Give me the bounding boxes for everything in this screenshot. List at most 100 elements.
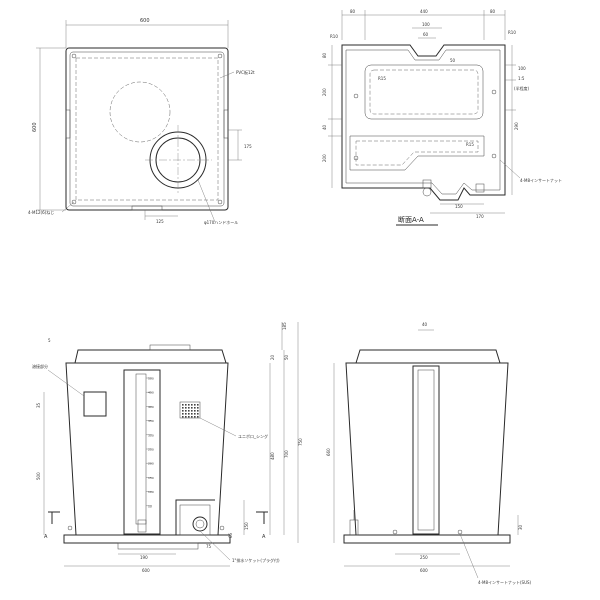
front-dim-480: 480 bbox=[270, 452, 275, 460]
sec-dim-200-b: 200 bbox=[322, 154, 327, 162]
mesh-cell bbox=[182, 407, 184, 409]
bolt-hole bbox=[71, 199, 77, 205]
mesh-cell bbox=[194, 407, 196, 409]
section-mark-right: A bbox=[262, 534, 266, 540]
gauge-tick-label: 450 bbox=[148, 391, 154, 395]
section-title: 断面A-A bbox=[398, 215, 424, 224]
sec-dim-100-r: 100 bbox=[518, 66, 526, 71]
mesh-cell bbox=[197, 413, 199, 415]
front-dim-35: 35 bbox=[36, 402, 41, 408]
top-dim-125: 125 bbox=[156, 219, 164, 224]
level-gauge-frame bbox=[123, 369, 161, 535]
bolt-hole bbox=[71, 53, 77, 59]
section-mark-left: A bbox=[44, 534, 48, 540]
side-dim-600: 600 bbox=[420, 568, 428, 573]
side-dim-250: 250 bbox=[420, 555, 428, 560]
tank-top-outline bbox=[65, 47, 229, 211]
gauge-tick-label: 400 bbox=[148, 405, 154, 409]
mesh-cell bbox=[194, 404, 196, 406]
lid bbox=[74, 349, 227, 364]
side-lid bbox=[355, 349, 501, 364]
sec-label-insert-nut: 4-M8インサートナット bbox=[520, 177, 562, 183]
sec-dim-440: 440 bbox=[420, 9, 428, 14]
mesh-cell bbox=[197, 416, 199, 418]
drain-socket bbox=[192, 516, 208, 532]
sec-dim-150: 150 bbox=[455, 204, 463, 209]
front-dim-600: 600 bbox=[142, 568, 150, 573]
sec-dim-290: 290 bbox=[514, 122, 519, 130]
mesh-cell bbox=[188, 407, 190, 409]
mesh-cell bbox=[197, 404, 199, 406]
mesh-cell bbox=[191, 404, 193, 406]
mesh-cell bbox=[188, 404, 190, 406]
mesh-cell bbox=[182, 413, 184, 415]
sec-dim-60: 60 bbox=[423, 32, 429, 37]
front-dim-190: 190 bbox=[140, 555, 148, 560]
sec-dim-40: 40 bbox=[322, 124, 327, 130]
gauge-tick-label: 200 bbox=[148, 462, 154, 466]
mesh-cell bbox=[185, 404, 187, 406]
sec-label-slope-note: (半程度) bbox=[514, 85, 530, 91]
front-label-drain: 1"排水ソケット(プラグ付) bbox=[232, 557, 280, 563]
mesh-cell bbox=[194, 416, 196, 418]
gauge-tick-label: 100 bbox=[148, 490, 154, 494]
top-label-bolt-holes: 4-M12(6)ねじ bbox=[28, 209, 54, 215]
front-dim-185: 185 bbox=[282, 322, 287, 330]
side-dim-30: 30 bbox=[518, 524, 523, 530]
mesh-cell bbox=[191, 410, 193, 412]
mesh-cell bbox=[191, 416, 193, 418]
section-a-a-view: 80 440 80 100 60 R10 R10 R15 R15 50 bbox=[322, 9, 562, 226]
front-dim-750: 750 bbox=[298, 438, 303, 446]
gauge-tick-label: 50 bbox=[148, 504, 152, 508]
sec-label-r10-b: R10 bbox=[508, 30, 516, 35]
mesh-cell bbox=[194, 410, 196, 412]
gauge-tick-label: 300 bbox=[148, 433, 154, 437]
mesh-cell bbox=[188, 413, 190, 415]
front-dim-50: 50 bbox=[284, 354, 289, 360]
sec-dim-100: 100 bbox=[422, 22, 430, 27]
mesh-cell bbox=[191, 413, 193, 415]
mesh-cell bbox=[185, 413, 187, 415]
gauge-tick-label: 350 bbox=[148, 419, 154, 423]
upper-compartment bbox=[364, 64, 484, 120]
mesh-cell bbox=[182, 404, 184, 406]
mesh-cell bbox=[197, 407, 199, 409]
lower-compartment bbox=[349, 135, 485, 171]
top-dim-height: 600 bbox=[32, 122, 38, 132]
mesh-cell bbox=[185, 416, 187, 418]
section-outline bbox=[341, 44, 506, 201]
mesh-cell bbox=[197, 410, 199, 412]
sec-label-r15-a: R15 bbox=[378, 76, 386, 81]
mesh-cell bbox=[185, 407, 187, 409]
front-dim-20: 20 bbox=[270, 354, 275, 360]
sec-label-r15-b: R15 bbox=[466, 142, 474, 147]
mesh-cell bbox=[194, 413, 196, 415]
bolt-hole bbox=[217, 53, 223, 59]
top-view: 600 600 175 125 bbox=[28, 18, 255, 225]
front-dim-75: 75 bbox=[206, 544, 212, 549]
sec-dim-80-right: 80 bbox=[490, 9, 496, 14]
side-dim-660: 660 bbox=[326, 448, 331, 456]
gauge-tick-label: 250 bbox=[148, 448, 154, 452]
gauge-tick-label: 150 bbox=[148, 476, 154, 480]
sec-dim-80-left: 80 bbox=[350, 9, 356, 14]
sec-dim-200-a: 200 bbox=[322, 88, 327, 96]
front-dim-150: 150 bbox=[244, 522, 249, 530]
top-dim-width: 600 bbox=[140, 18, 150, 24]
top-label-hand-hole: φ170ハンドホール bbox=[204, 220, 238, 225]
front-dim-5: 5 bbox=[48, 338, 51, 343]
mesh-cell bbox=[191, 407, 193, 409]
top-dim-175: 175 bbox=[244, 144, 252, 149]
inlet-circle bbox=[109, 81, 171, 143]
front-label-grommet: 溶接部分 bbox=[32, 363, 48, 369]
sec-dim-50: 50 bbox=[450, 58, 456, 63]
sec-label-slope: 1:5 bbox=[518, 76, 525, 81]
side-label-insert-nut-sus: 4-M8インサートナット(SUS) bbox=[478, 579, 532, 585]
mesh-cell bbox=[182, 410, 184, 412]
mesh-cell bbox=[185, 410, 187, 412]
mesh-vent bbox=[179, 401, 201, 419]
side-view: 40 660 30 250 600 4-M8インサートナット(SUS) bbox=[326, 322, 532, 585]
